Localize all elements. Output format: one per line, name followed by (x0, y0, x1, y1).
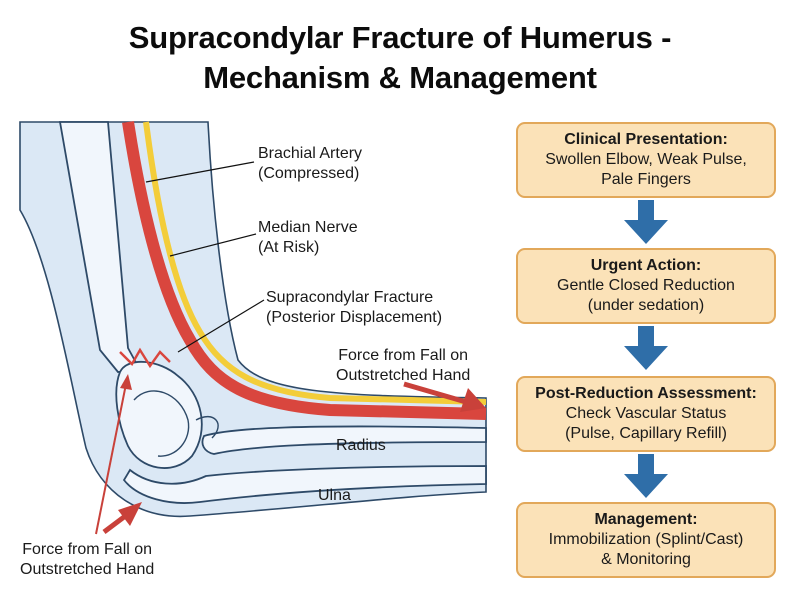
flow-box-management: Management: Immobilization (Splint/Cast)… (516, 502, 776, 578)
flow-box-line: (Pulse, Capillary Refill) (565, 425, 727, 442)
flow-box-clinical-presentation: Clinical Presentation: Swollen Elbow, We… (516, 122, 776, 198)
label-brachial-artery: Brachial Artery (Compressed) (258, 145, 363, 182)
flow-arrow-2 (624, 326, 668, 370)
flow-box-line: (under sedation) (587, 297, 705, 314)
force-pointer-up (95, 374, 132, 535)
leader-median-nerve (169, 233, 257, 257)
fracture-line (119, 347, 171, 369)
leader-fracture (177, 299, 265, 353)
leader-brachial-artery (145, 161, 255, 183)
label-fracture: Supracondylar Fracture (Posterior Displa… (266, 289, 443, 326)
humerus-condyle (115, 360, 203, 469)
olecranon-joint-line (195, 415, 219, 439)
radius-bone (201, 425, 487, 455)
force-arrow-right (403, 381, 486, 412)
flow-box-heading: Urgent Action: (590, 257, 702, 274)
flow-box-heading: Clinical Presentation: (564, 131, 728, 148)
trochlea-line (133, 390, 190, 457)
flow-arrow-3 (624, 454, 668, 498)
flow-box-post-reduction-assessment: Post-Reduction Assessment: Check Vascula… (516, 376, 776, 452)
brachial-artery (122, 121, 487, 420)
label-radius: Radius (336, 437, 386, 454)
flow-box-urgent-action: Urgent Action: Gentle Closed Reduction (… (516, 248, 776, 324)
title-line-2: Mechanism & Management (203, 60, 597, 95)
diagram-title: Supracondylar Fracture of Humerus - Mech… (0, 18, 800, 98)
label-force-right: Force from Fall on Outstretched Hand (336, 347, 471, 384)
flow-box-line: Swollen Elbow, Weak Pulse, (545, 151, 747, 168)
flow-box-line: & Monitoring (601, 551, 691, 568)
label-force-left: Force from Fall on Outstretched Hand (20, 541, 155, 578)
flow-box-line: Pale Fingers (601, 171, 691, 188)
flow-box-line: Check Vascular Status (565, 405, 727, 422)
flow-arrow-1 (624, 200, 668, 244)
title-line-1: Supracondylar Fracture of Humerus - (128, 20, 672, 55)
median-nerve (143, 121, 487, 405)
force-arrow-left (102, 502, 142, 534)
label-median-nerve: Median Nerve (At Risk) (258, 219, 358, 256)
flow-box-line: Immobilization (Splint/Cast) (548, 531, 744, 548)
flow-box-line: Gentle Closed Reduction (557, 277, 735, 294)
flow-box-heading: Management: (594, 511, 698, 528)
ulna-bone (122, 465, 487, 504)
flow-box-heading: Post-Reduction Assessment: (535, 385, 757, 402)
label-ulna: Ulna (318, 487, 351, 504)
